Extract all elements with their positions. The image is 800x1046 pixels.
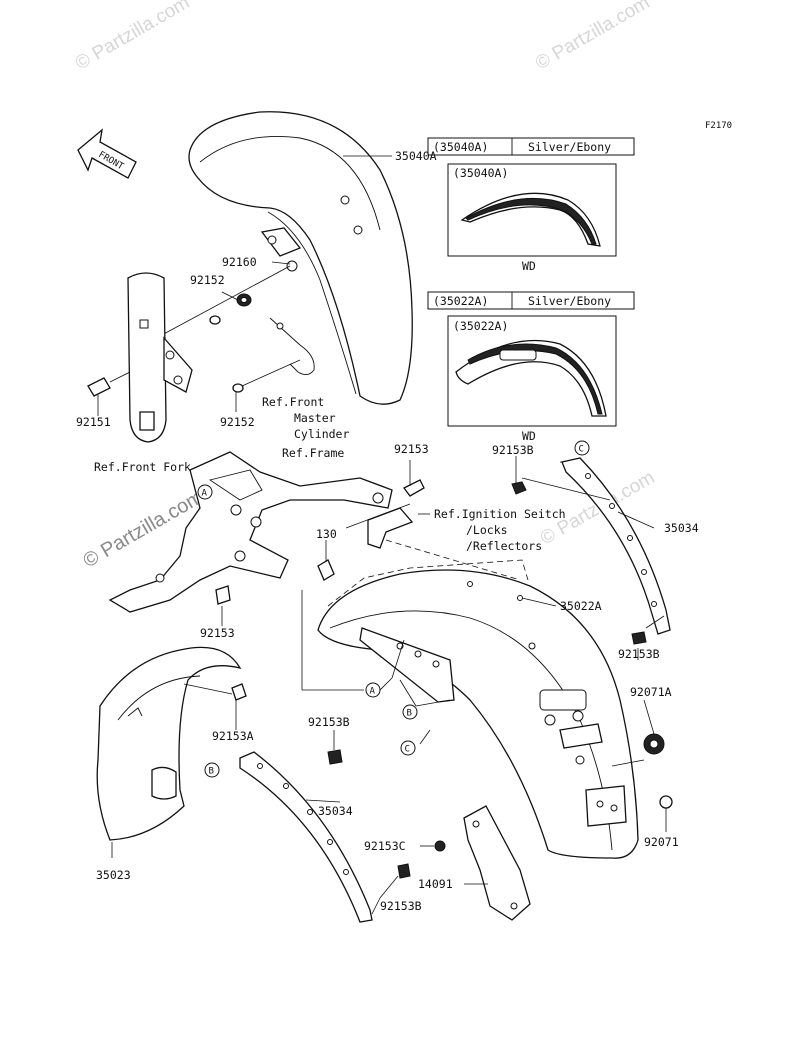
callout-ref-master-cylinder-3: Cylinder (294, 427, 349, 441)
bracket-14091 (463, 805, 531, 921)
callout-ref-ignition-3: /Reflectors (466, 539, 542, 553)
callout-35023: 35023 (96, 868, 131, 882)
callout-92153-top: 92153 (394, 442, 429, 456)
ignition-switch-bracket (367, 507, 414, 549)
nut-92153B-mid (327, 749, 343, 765)
callout-ref-frame: Ref.Frame (282, 446, 344, 460)
callout-92153B-bottom: 92153B (380, 899, 422, 913)
variant-1-inner: (35040A) (453, 166, 508, 180)
variant-box-35022A: (35022A) Silver/Ebony (35022A) WD (427, 291, 635, 443)
callout-92152-top: 92152 (190, 273, 225, 287)
fender-rail-right (561, 457, 671, 635)
bolt-92153-top (403, 479, 425, 497)
callout-92153-left: 92153 (200, 626, 235, 640)
svg-text:A: A (202, 489, 208, 499)
nut-92153B-right (631, 631, 647, 645)
callout-ref-ignition-2: /Locks (466, 523, 508, 537)
callout-ref-master-cylinder-1: Ref.Front (262, 395, 324, 409)
variant-2-inner: (35022A) (453, 319, 508, 333)
callout-ref-front-fork: Ref.Front Fork (94, 460, 191, 474)
nut-92153B-bottom (397, 863, 411, 879)
watermark-top-right: © Partzilla.com (532, 0, 653, 74)
fender-rail-left (239, 751, 373, 923)
rear-fender (317, 569, 639, 859)
washer-92152-bottom (232, 383, 244, 393)
callout-35034-left: 35034 (318, 804, 353, 818)
callout-92153B-top: 92153B (492, 443, 534, 457)
nut-92153C (434, 840, 446, 852)
ref-circle-c-mid: C (400, 740, 416, 756)
ref-circle-a-top: A (197, 484, 213, 500)
spacer-92160 (236, 293, 252, 307)
svg-text:C: C (579, 445, 584, 455)
callout-92153A: 92153A (212, 729, 254, 743)
bolt-92153-left (215, 585, 231, 605)
svg-text:B: B (209, 767, 214, 777)
bolt-130 (317, 559, 335, 581)
variant-1-part: (35040A) (433, 140, 488, 154)
watermark-text-2: © Partzilla.com (532, 0, 653, 74)
ref-circle-a-mid: A (365, 682, 381, 698)
callout-35034-right: 35034 (664, 521, 699, 535)
callout-92160: 92160 (222, 255, 257, 269)
front-fender (188, 111, 413, 405)
callout-92152-bottom: 92152 (220, 415, 255, 429)
frame (108, 451, 393, 613)
nut-92153B-top (511, 481, 527, 495)
callout-92071A: 92071A (630, 685, 672, 699)
variant-2-part: (35022A) (433, 294, 488, 308)
front-arrow-icon: FRONT (77, 128, 137, 179)
callout-130: 130 (316, 527, 337, 541)
watermark-top-left: © Partzilla.com (72, 0, 193, 74)
figure-id: F2170 (705, 121, 732, 131)
watermark-text-1: © Partzilla.com (72, 0, 193, 74)
svg-text:C: C (405, 745, 410, 755)
variant-box-35040A: (35040A) Silver/Ebony (35040A) WD (427, 137, 635, 273)
ref-circle-c-top: C (574, 440, 590, 456)
bolt-92151 (87, 371, 131, 397)
callout-35022A: 35022A (560, 599, 602, 613)
ref-circle-b-mid: B (402, 704, 418, 720)
callout-92153B-right: 92153B (618, 647, 660, 661)
svg-text:A: A (370, 687, 376, 697)
callout-92151: 92151 (76, 415, 111, 429)
variant-1-color: Silver/Ebony (528, 140, 611, 154)
inner-fender (96, 646, 242, 841)
variant-1-caption: WD (522, 259, 536, 273)
bolt-92153A (231, 683, 247, 701)
variant-2-color: Silver/Ebony (528, 294, 611, 308)
callout-92153C: 92153C (364, 839, 406, 853)
grommet-92071 (659, 795, 673, 809)
callout-92153B-mid: 92153B (308, 715, 350, 729)
callout-92071: 92071 (644, 835, 679, 849)
grommet-92071A (643, 733, 665, 755)
callout-ref-ignition-1: Ref.Ignition Seitch (434, 507, 566, 521)
svg-text:B: B (407, 709, 412, 719)
washer-92152-top (209, 315, 221, 325)
callout-14091: 14091 (418, 877, 453, 891)
callout-ref-master-cylinder-2: Master (294, 411, 336, 425)
callout-35040A: 35040A (395, 149, 437, 163)
variant-2-caption: WD (522, 429, 536, 443)
brake-hose-clamp (269, 317, 315, 375)
front-fork (127, 272, 193, 443)
ref-circle-b-left: B (204, 762, 220, 778)
